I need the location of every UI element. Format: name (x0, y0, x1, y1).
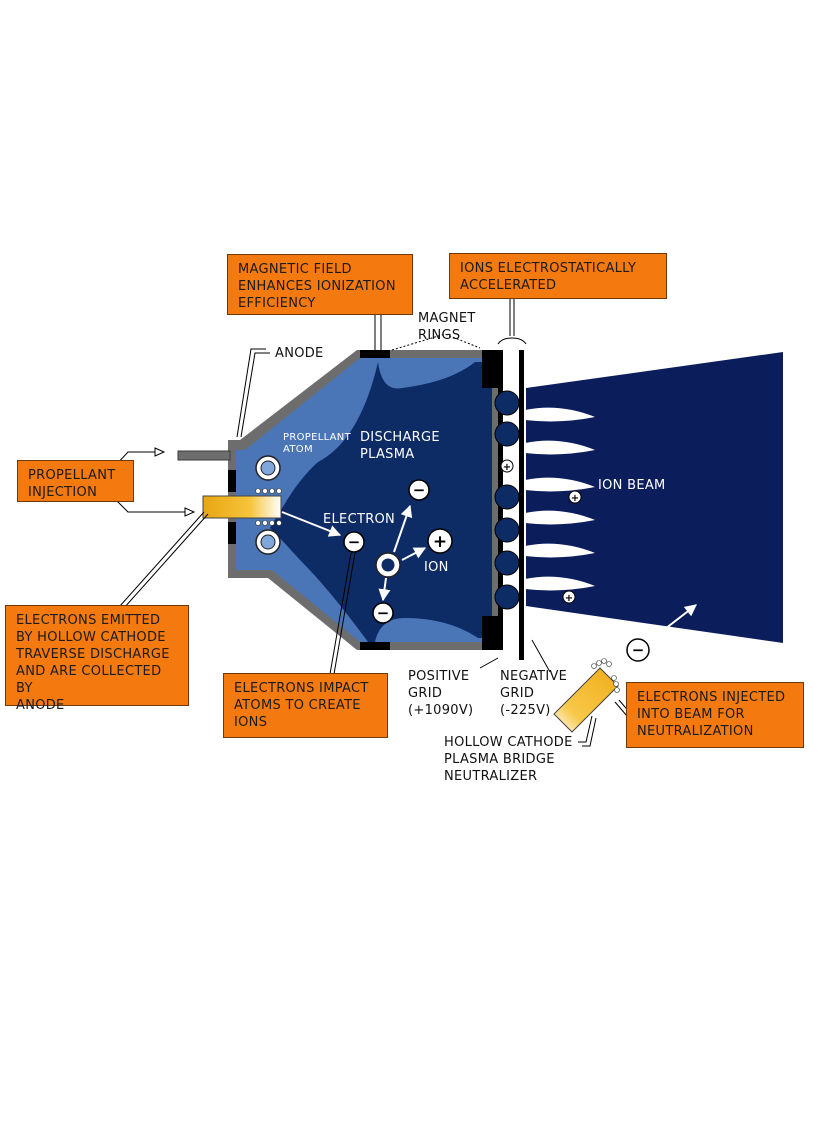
beam-ion-3: + (562, 590, 576, 604)
electron-symbol-impact-sign: − (348, 533, 361, 551)
ion-symbol: + (427, 528, 453, 554)
magnet-ring-top-left (360, 350, 390, 358)
label-positive-grid: POSITIVE GRID (+1090V) (408, 668, 473, 719)
grid-apertures (494, 390, 520, 610)
leader-positive-grid (479, 657, 499, 669)
leader-hollow-cathode (578, 715, 597, 747)
callout-line: ENHANCES IONIZATION (238, 279, 396, 294)
electron-out-arrow-up (393, 504, 413, 553)
label-ion: ION (424, 560, 449, 575)
label-line: (-225V) (500, 703, 551, 718)
callout-line: IONS ELECTROSTATICALLY (460, 261, 637, 276)
magnet-ring-top-right (482, 350, 498, 388)
label-hollow-cathode-neutralizer: HOLLOW CATHODE PLASMA BRIDGE NEUTRALIZER (444, 734, 573, 785)
propellant-atom-2 (255, 529, 281, 555)
beamlets (525, 407, 595, 591)
electron-symbol-upper: − (408, 479, 430, 501)
label-line: POSITIVE (408, 669, 470, 684)
callout-line: ELECTRONS IMPACT (234, 681, 369, 696)
leader-anode (236, 348, 270, 438)
beam-ion-3-sign: + (565, 593, 573, 604)
callout-line: ACCELERATED (460, 278, 557, 293)
callout-line: NEUTRALIZATION (637, 724, 754, 739)
label-magnet-rings: MAGNET RINGS (418, 310, 476, 344)
beam-ion-1-sign: + (503, 462, 511, 473)
neutralizer-electron-symbol: − (626, 638, 650, 662)
electron-symbol-lower-sign: − (377, 604, 390, 622)
label-line: NEGATIVE (500, 669, 568, 684)
callout-line: MAGNETIC FIELD (238, 262, 352, 277)
beam-ion-2: + (568, 490, 582, 504)
label-line: GRID (500, 686, 535, 701)
label-line: DISCHARGE (360, 430, 440, 445)
label-negative-grid: NEGATIVE GRID (-225V) (500, 668, 567, 719)
label-line: PROPELLANT (283, 432, 351, 443)
magnet-ring-bottom-left (360, 642, 390, 650)
leader-ions-accelerated (497, 298, 527, 345)
leader-electrons-impact (329, 552, 356, 675)
label-line: ATOM (283, 444, 313, 455)
label-line: PLASMA (360, 447, 415, 462)
leader-magnetic-field (374, 314, 382, 350)
electron-symbol-impact: − (343, 531, 365, 553)
ion-beam (526, 352, 783, 643)
callout-electrons-emitted: ELECTRONS EMITTED BY HOLLOW CATHODE TRAV… (5, 605, 189, 713)
callout-line: ATOMS TO CREATE (234, 698, 361, 713)
callout-propellant-injection: PROPELLANT INJECTION (17, 460, 134, 502)
beam-ion-2-sign: + (571, 493, 579, 504)
magnet-ring-bottom-right (482, 616, 498, 650)
magnet-ring-rear-top (228, 470, 236, 492)
neutralizer-electron-arrow (611, 604, 697, 671)
callout-line: ELECTRONS EMITTED (16, 613, 161, 628)
magnet-ring-rear-bottom (228, 522, 236, 544)
ion-symbol-sign: + (433, 532, 447, 552)
label-ion-beam: ION BEAM (598, 478, 666, 493)
callout-line: EFFICIENCY (238, 296, 316, 311)
callout-line: BY HOLLOW CATHODE (16, 630, 166, 645)
discharge-plasma-region (270, 362, 492, 642)
cathode-emission-dots (255, 488, 282, 526)
label-electron: ELECTRON (323, 512, 396, 527)
callout-line: TRAVERSE DISCHARGE (16, 647, 170, 662)
label-line: MAGNET (418, 311, 476, 326)
callout-line: ANODE (16, 698, 65, 713)
callout-line: PROPELLANT (28, 468, 116, 483)
label-discharge-plasma: DISCHARGE PLASMA (360, 429, 440, 463)
label-line: PLASMA BRIDGE (444, 752, 555, 767)
electron-symbol-upper-sign: − (413, 481, 426, 499)
callout-line: INJECTION (28, 485, 98, 500)
callout-electrons-injected: ELECTRONS INJECTED INTO BEAM FOR NEUTRAL… (626, 682, 804, 748)
negative-grid (519, 350, 524, 660)
neutralizer-electron-sign: − (632, 641, 645, 659)
callout-line: IONS (234, 715, 268, 730)
callout-electrons-impact: ELECTRONS IMPACT ATOMS TO CREATE IONS (223, 673, 388, 738)
label-line: (+1090V) (408, 703, 474, 718)
callout-ions-accelerated: IONS ELECTROSTATICALLY ACCELERATED (449, 253, 667, 299)
label-line: HOLLOW CATHODE (444, 735, 573, 750)
electron-symbol-lower: − (372, 602, 394, 624)
label-line: GRID (408, 686, 443, 701)
propellant-feed-pipe (177, 450, 231, 461)
leader-propellant-in-bottom (115, 499, 185, 513)
beam-ion-1: + (500, 459, 514, 473)
ion-out-arrow (401, 547, 427, 561)
leader-electrons-emitted (119, 511, 209, 609)
hollow-cathode (202, 495, 282, 519)
electron-out-arrow-down (378, 577, 391, 602)
leader-magnet-rings (391, 333, 481, 351)
label-line: NEUTRALIZER (444, 769, 538, 784)
callout-line: INTO BEAM FOR (637, 707, 745, 722)
neutralizer-cathode (553, 658, 620, 733)
callout-magnetic-field: MAGNETIC FIELD ENHANCES IONIZATION EFFIC… (227, 254, 413, 315)
collision-atom (375, 552, 401, 578)
propellant-atom-1 (255, 455, 281, 481)
callout-line: ELECTRONS INJECTED (637, 690, 786, 705)
label-propellant-atom: PROPELLANT ATOM (283, 432, 351, 456)
callout-line: AND ARE COLLECTED BY (16, 664, 162, 696)
electron-path-arrow (281, 511, 342, 537)
label-anode: ANODE (275, 346, 324, 361)
label-line: RINGS (418, 328, 461, 343)
leader-negative-grid (531, 639, 551, 673)
